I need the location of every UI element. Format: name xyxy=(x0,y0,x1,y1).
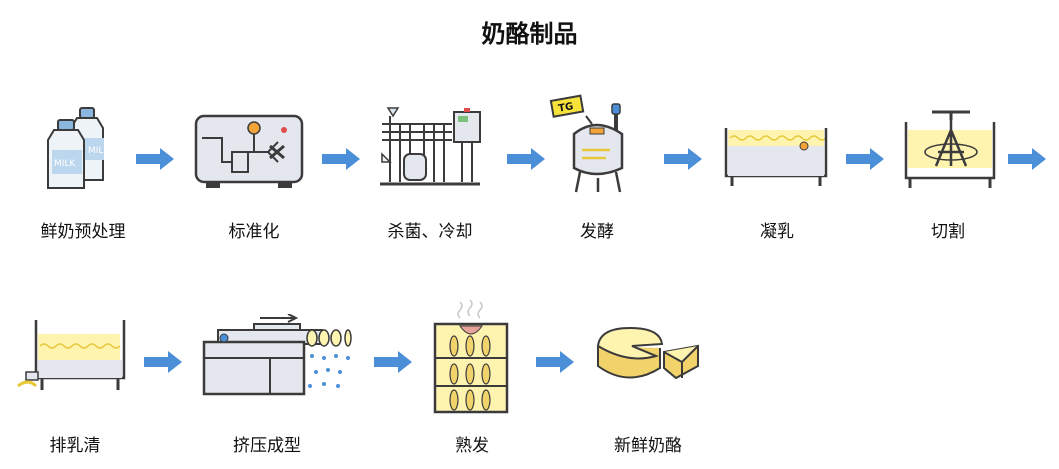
step-label-curdling: 凝乳 xyxy=(760,222,794,242)
milk-bottles-icon: MILK MILK xyxy=(47,107,110,189)
press-machine-icon xyxy=(202,314,352,396)
standardization-machine-icon xyxy=(194,114,304,188)
step-label-fresh-cheese: 新鲜奶酪 xyxy=(614,436,682,456)
step-label-milk-pretreatment: 鲜奶预处理 xyxy=(40,222,126,242)
flow-arrow xyxy=(507,148,545,170)
step-label-whey-drain: 排乳清 xyxy=(49,436,101,456)
flow-arrow xyxy=(144,351,182,373)
flow-arrow xyxy=(136,148,174,170)
tg-label: TG xyxy=(557,101,574,114)
step-label-fermentation: 发酵 xyxy=(580,222,614,242)
flow-arrow xyxy=(1008,148,1046,170)
ripening-cabinet-icon xyxy=(433,299,509,414)
cutting-vat-icon xyxy=(904,110,996,188)
step-label-standardization: 标准化 xyxy=(228,222,280,242)
cheese-wheel-icon xyxy=(596,326,699,380)
diagram-title: 奶酪制品 xyxy=(481,20,578,48)
step-label-press-forming: 挤压成型 xyxy=(233,436,301,456)
milk-label-front: MILK xyxy=(54,159,76,169)
flow-arrow xyxy=(536,351,574,373)
step-label-ripening: 熟发 xyxy=(455,436,489,456)
step-label-cutting: 切割 xyxy=(931,222,965,242)
step-label-sterilize-cool: 杀菌、冷却 xyxy=(387,222,473,242)
flow-arrow xyxy=(846,148,884,170)
milk-label-back: MILK xyxy=(88,146,110,156)
curd-vat-icon xyxy=(724,128,828,186)
flow-arrow xyxy=(374,351,412,373)
flow-arrow xyxy=(664,148,702,170)
whey-drain-vat-icon xyxy=(17,320,126,390)
pasteurizer-icon xyxy=(380,107,481,186)
fermentation-tank-icon: TG xyxy=(549,94,624,193)
flow-arrow xyxy=(322,148,360,170)
